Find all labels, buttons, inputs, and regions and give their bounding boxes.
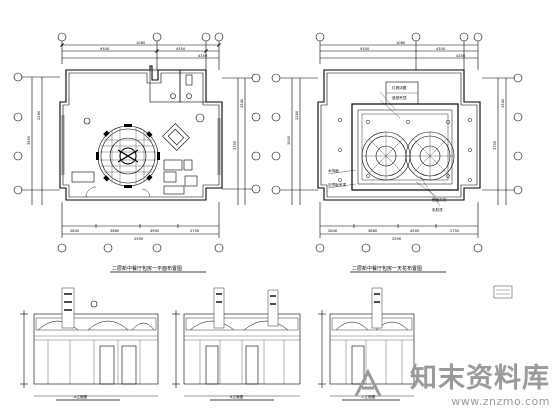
svg-text:2590: 2590 [392,237,402,241]
elevation-3: C立面图 [318,285,513,401]
elevation-2: B立面图 [172,287,301,401]
svg-text:造型吊顶: 造型吊顶 [392,95,407,100]
watermark: 知末资料库 www.znzmo.com [354,363,550,408]
elevation-1: A立面图 [20,287,159,401]
svg-text:乳胶漆: 乳胶漆 [432,207,443,212]
plan-left-caption: 二层新中餐厅包房一平面布置图 [112,265,182,272]
svg-text:木饰面: 木饰面 [328,168,339,173]
svg-text:1340: 1340 [240,98,244,108]
svg-text:2840: 2840 [70,229,80,233]
ceiling-plan-right: 1060 9300 4350 4350 3900 2260 3700 1340 [271,32,523,273]
svg-text:1060: 1060 [396,41,406,45]
svg-text:9300: 9300 [360,47,370,51]
round-table-zone [96,124,160,188]
svg-text:4900: 4900 [410,229,420,233]
svg-text:C立面图: C立面图 [362,394,376,399]
svg-text:3680: 3680 [110,229,120,233]
svg-text:1340: 1340 [501,98,505,108]
plan-right-caption: 二层新中餐厅包房一天花布置图 [352,265,422,272]
chandelier-left [361,131,411,181]
watermark-brand: 知末资料库 [410,363,550,394]
svg-text:石膏板吊顶: 石膏板吊顶 [328,182,346,187]
brand-logo-icon [354,368,382,397]
dim-top-1: 9300 [100,47,110,51]
svg-text:2840: 2840 [328,229,338,233]
svg-text:3700: 3700 [233,140,237,150]
svg-text:4350: 4350 [436,47,446,51]
lounge-furniture [71,113,205,195]
svg-text:2590: 2590 [134,237,144,241]
svg-text:3680: 3680 [368,229,378,233]
dim-top-2: 4350 [176,47,186,51]
svg-text:3900: 3900 [27,135,31,145]
watermark-url: www.znzmo.com [451,395,550,408]
svg-text:2750: 2750 [190,229,200,233]
svg-text:3700: 3700 [493,140,497,150]
svg-text:A立面图: A立面图 [74,394,88,399]
svg-text:B立面图: B立面图 [230,394,244,399]
floor-plan-left: 1060 9300 4350 4350 3900 2260 3700 1340 [13,32,261,273]
svg-text:2750: 2750 [450,229,460,233]
svg-text:4900: 4900 [150,229,160,233]
svg-text:铝板天花: 铝板天花 [432,197,447,202]
svg-text:2260: 2260 [37,110,41,120]
svg-text:4350: 4350 [456,54,466,58]
svg-text:灯具详图: 灯具详图 [392,85,407,90]
dim-top-total: 1060 [136,41,146,45]
svg-text:3900: 3900 [287,135,291,145]
chandelier-right [405,131,455,181]
dim-top-3: 4350 [198,54,208,58]
axis-bubbles-top-left [57,32,224,70]
svg-text:2260: 2260 [295,110,299,120]
